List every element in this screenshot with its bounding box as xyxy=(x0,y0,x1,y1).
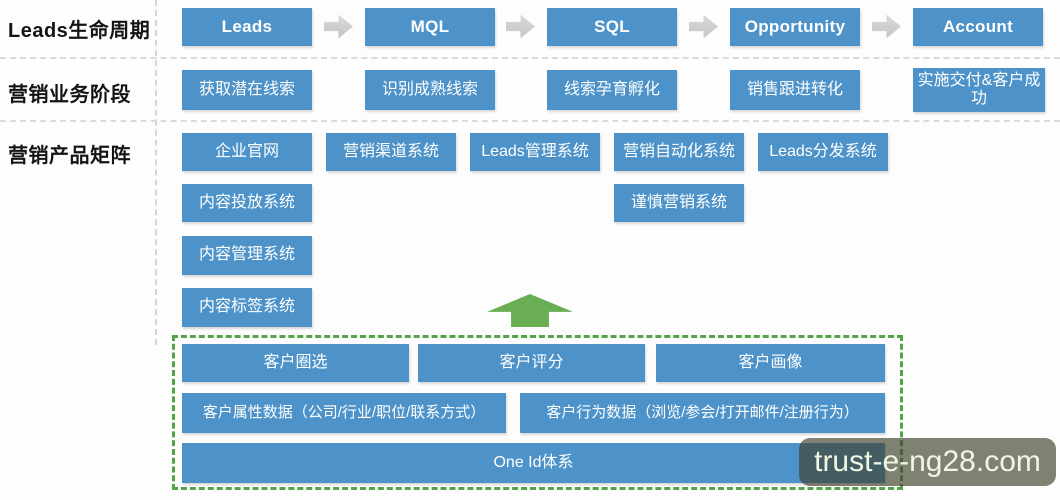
right-arrow-icon xyxy=(872,14,901,39)
customer-data-hub-frame xyxy=(172,335,903,490)
datahub-box-profile: 客户画像 xyxy=(656,344,885,382)
product-box-channel: 营销渠道系统 xyxy=(326,133,456,171)
product-box-careful-marketing: 谨慎营销系统 xyxy=(614,184,744,222)
label-column-divider xyxy=(155,0,157,345)
stage-box-sql: SQL xyxy=(547,8,677,46)
product-box-website: 企业官网 xyxy=(182,133,312,171)
right-arrow-icon xyxy=(689,14,718,39)
datahub-box-attribute-data: 客户属性数据（公司/行业/职位/联系方式） xyxy=(182,393,506,433)
business-row-label: 营销业务阶段 xyxy=(8,84,131,106)
product-box-content-tagging: 内容标签系统 xyxy=(182,288,312,327)
right-arrow-icon xyxy=(324,14,353,39)
datahub-box-segmentation: 客户圈选 xyxy=(182,344,409,382)
row-divider-2 xyxy=(0,120,1060,122)
business-stage-box: 线索孕育孵化 xyxy=(547,70,677,110)
stage-box-mql: MQL xyxy=(365,8,495,46)
lifecycle-row-label: Leads生命周期 xyxy=(8,20,151,42)
datahub-box-scoring: 客户评分 xyxy=(418,344,645,382)
stage-box-leads: Leads xyxy=(182,8,312,46)
product-box-leads-mgmt: Leads管理系统 xyxy=(470,133,600,171)
business-stage-box: 实施交付&客户成功 xyxy=(913,68,1045,112)
row-divider-1 xyxy=(0,57,1060,59)
datahub-box-behavior-data: 客户行为数据（浏览/参会/打开邮件/注册行为） xyxy=(520,393,885,433)
stage-box-opportunity: Opportunity xyxy=(730,8,860,46)
product-box-content-delivery: 内容投放系统 xyxy=(182,184,312,222)
stage-box-account: Account xyxy=(913,8,1043,46)
business-stage-box: 识别成熟线索 xyxy=(365,70,495,110)
watermark-badge: trust-e-ng28.com xyxy=(799,438,1056,486)
products-row-label: 营销产品矩阵 xyxy=(8,145,131,167)
business-stage-box: 销售跟进转化 xyxy=(730,70,860,110)
product-box-content-management: 内容管理系统 xyxy=(182,236,312,275)
product-box-distribution: Leads分发系统 xyxy=(758,133,888,171)
product-box-automation: 营销自动化系统 xyxy=(614,133,744,171)
business-stage-box: 获取潜在线索 xyxy=(182,70,312,110)
right-arrow-icon xyxy=(506,14,535,39)
up-arrow-icon xyxy=(487,294,573,327)
datahub-box-one-id: One Id体系 xyxy=(182,443,885,483)
